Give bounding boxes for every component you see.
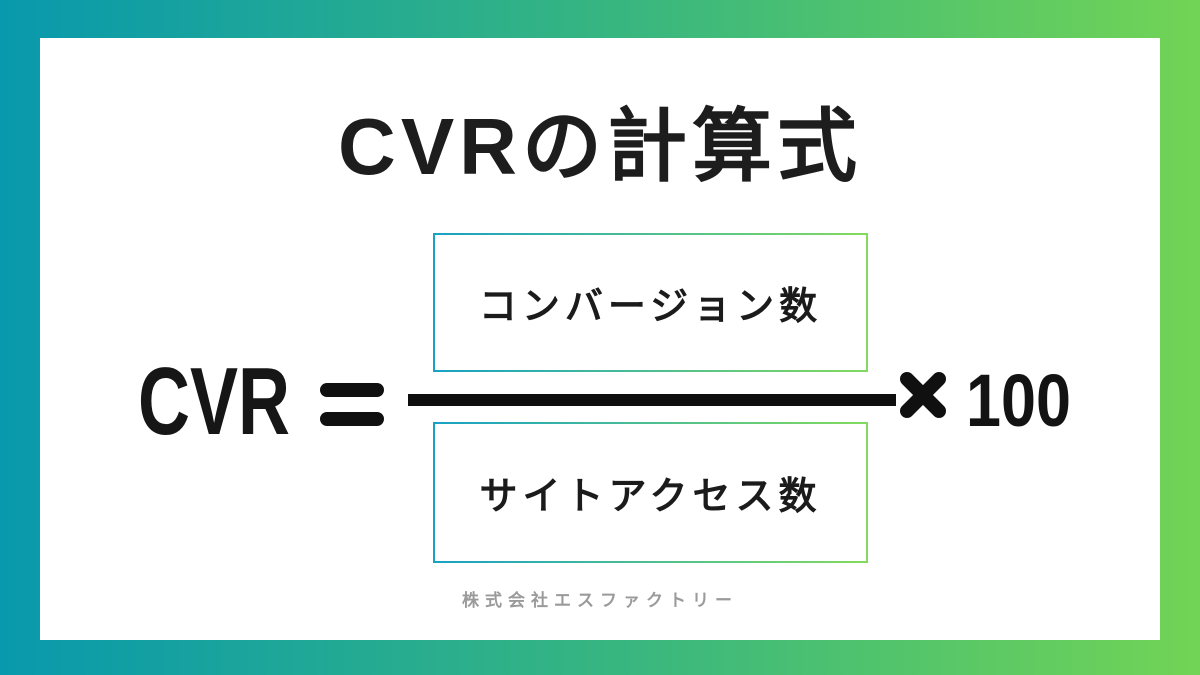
numerator-label: コンバージョン数 bbox=[478, 286, 823, 328]
multiplier-value: 100 bbox=[966, 358, 1071, 442]
equals-sign bbox=[320, 383, 384, 426]
cvr-label: CVR bbox=[138, 348, 291, 455]
content-panel: CVRの計算式 CVR コンバージョン数 サイトアクセス数 100 株式会社エス… bbox=[40, 38, 1160, 640]
denominator-box: サイトアクセス数 bbox=[433, 422, 868, 563]
equals-bar-bottom bbox=[320, 412, 384, 426]
company-name: 株式会社エスファクトリー bbox=[462, 591, 738, 610]
formula-multiplier: 100 bbox=[966, 354, 1089, 446]
numerator-box: コンバージョン数 bbox=[433, 233, 868, 372]
fraction-bar bbox=[408, 394, 896, 406]
equals-bar-top bbox=[320, 383, 384, 397]
denominator-label: サイトアクセス数 bbox=[479, 476, 822, 518]
footer: 株式会社エスファクトリー bbox=[40, 586, 1160, 611]
page-title: CVRの計算式 bbox=[338, 102, 862, 191]
header: CVRの計算式 bbox=[40, 80, 1160, 200]
multiply-icon bbox=[898, 370, 948, 420]
formula-lhs: CVR bbox=[138, 348, 341, 455]
